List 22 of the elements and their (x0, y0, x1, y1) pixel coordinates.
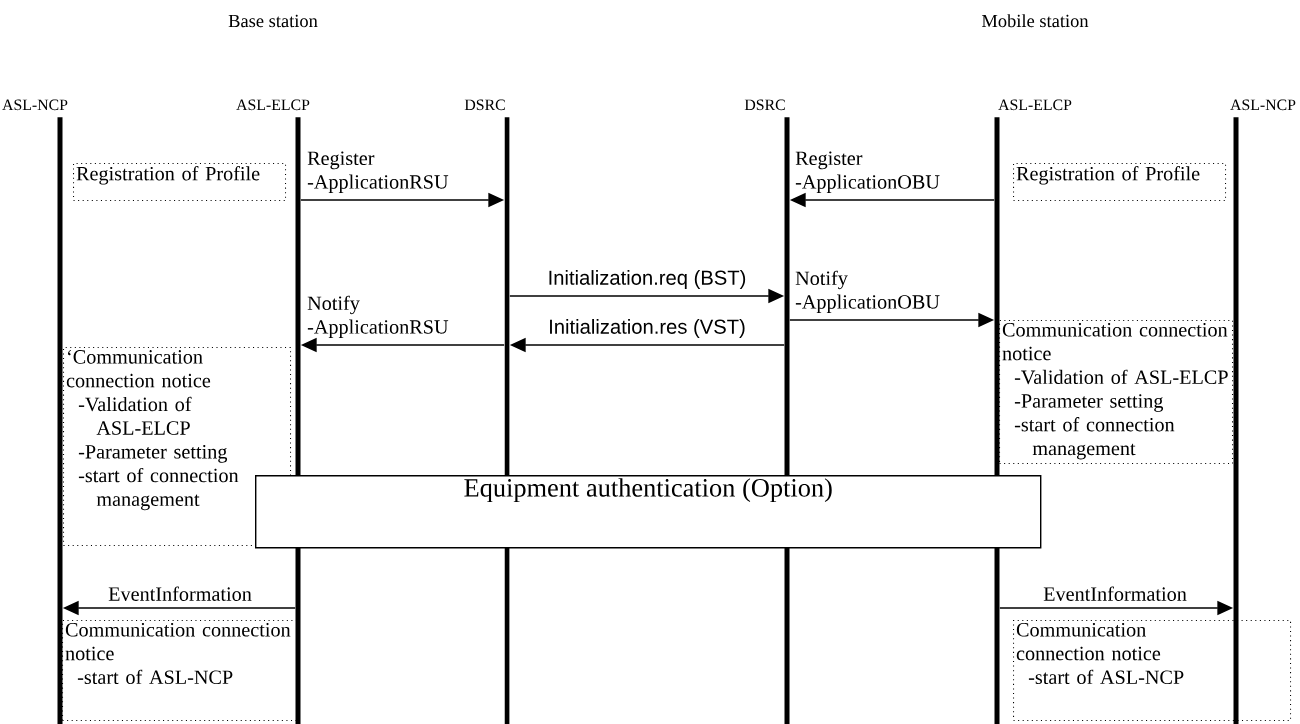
group-label: Mobile station (981, 14, 1089, 28)
node-label: ASL-ELCP (236, 99, 310, 111)
note-box: Communication connection notice -start of ASL-NCP (1013, 620, 1292, 722)
node-label: ASL-NCP (2, 99, 68, 111)
edge-label: Initialization.res (VST) (550, 319, 745, 338)
note-box: Registration of Profile (73, 163, 287, 202)
note-box: Registration of Profile (1013, 163, 1227, 202)
edge-label: Register -ApplicationOBU (795, 151, 940, 193)
edge-label: Notify -ApplicationOBU (795, 270, 940, 313)
edge-label: Register -ApplicationRSU (307, 151, 449, 193)
edge-label: Notify -ApplicationRSU (307, 295, 449, 338)
edge-label: Initialization.req (BST) (549, 270, 746, 289)
edge-label: EventInformation (1043, 586, 1187, 601)
node-label: ASL-NCP (1230, 99, 1296, 111)
note-box: Communication connection notice -start of ASL-NCP (62, 620, 298, 722)
node-label: DSRC (744, 99, 785, 111)
option-box: Equipment authentication (Option) (255, 475, 1042, 549)
edge-label: EventInformation (108, 586, 252, 601)
node-label: ASL-ELCP (998, 99, 1072, 111)
note-box: Communication connection notice -Validation of ASL-ELCP -Parameter setting -start of connection management (999, 320, 1234, 465)
node-label: DSRC (464, 99, 505, 111)
group-label: Base station (228, 14, 318, 28)
